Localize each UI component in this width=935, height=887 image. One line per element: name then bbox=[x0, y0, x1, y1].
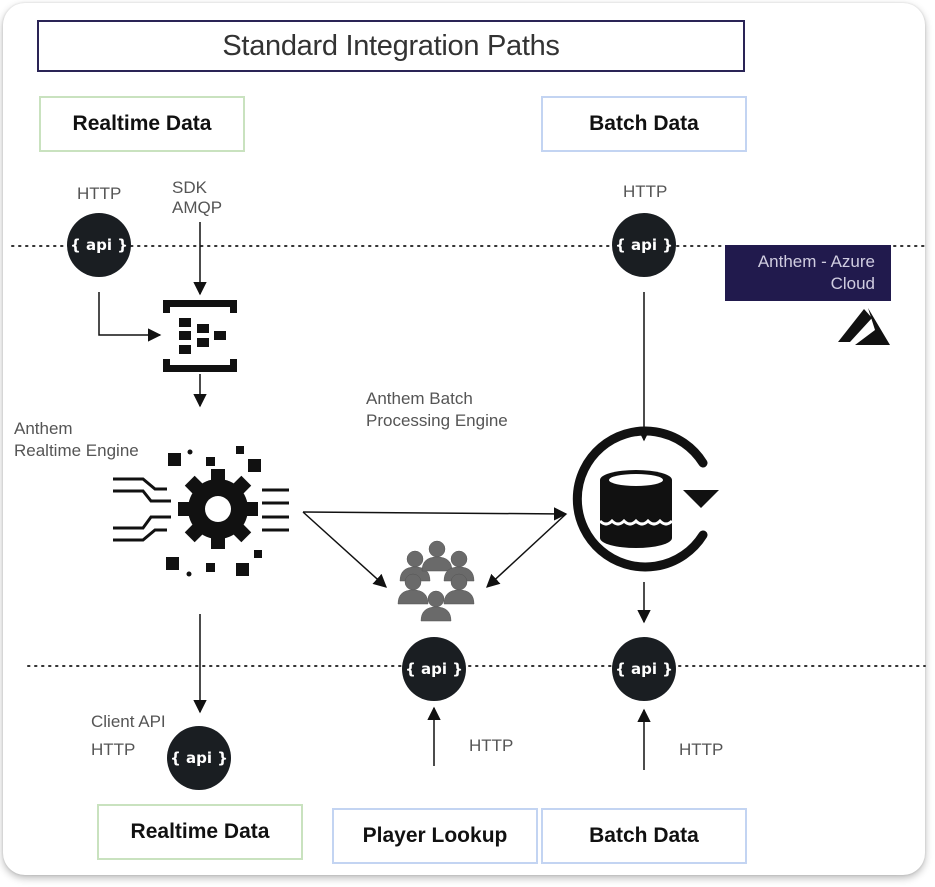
arrow-engine-to-players bbox=[302, 511, 388, 588]
http-label: HTTP bbox=[623, 182, 668, 201]
api-endpoint-icon: { api } bbox=[612, 213, 676, 277]
api-endpoint-icon: { api } bbox=[67, 213, 131, 277]
batch-data-output-box: Batch Data bbox=[541, 808, 747, 864]
azure-logo-icon bbox=[838, 308, 890, 345]
arrow-engine-to-batch bbox=[302, 507, 568, 521]
player-lookup-output-box: Player Lookup bbox=[332, 808, 538, 864]
http-label: HTTP bbox=[679, 740, 724, 759]
realtime-data-output-box: Realtime Data bbox=[97, 804, 303, 860]
azure-cloud-label: Anthem - Azure Cloud bbox=[725, 245, 891, 301]
http-label: HTTP bbox=[469, 736, 514, 755]
api-endpoint-icon: { api } bbox=[167, 726, 231, 790]
batch-data-source-box: Batch Data bbox=[541, 96, 747, 152]
batch-datastore-cycle-icon bbox=[572, 426, 719, 572]
api-endpoint-icon: { api } bbox=[612, 637, 676, 701]
arrow-batch-to-players bbox=[486, 513, 567, 588]
arrow-http-to-queue bbox=[98, 292, 162, 342]
batch-engine-label: Processing Engine bbox=[366, 411, 508, 430]
api-endpoint-icon: { api } bbox=[402, 637, 466, 701]
sdk-label: SDK bbox=[172, 178, 207, 197]
realtime-data-source-box: Realtime Data bbox=[39, 96, 245, 152]
player-group-icon bbox=[397, 540, 475, 622]
azure-cloud-line2: Cloud bbox=[830, 274, 875, 293]
realtime-engine-gear-icon bbox=[113, 446, 289, 577]
batch-engine-label: Anthem Batch bbox=[366, 389, 473, 408]
diagram-title: Standard Integration Paths bbox=[37, 20, 745, 72]
message-queue-icon bbox=[163, 300, 237, 372]
realtime-engine-label: Anthem bbox=[14, 419, 73, 438]
azure-cloud-line1: Anthem - Azure bbox=[757, 252, 875, 271]
http-label: HTTP bbox=[77, 184, 122, 203]
http-label: HTTP bbox=[91, 740, 136, 759]
amqp-label: AMQP bbox=[172, 198, 223, 217]
client-api-label: Client API bbox=[91, 712, 166, 731]
realtime-engine-label: Realtime Engine bbox=[14, 441, 139, 460]
